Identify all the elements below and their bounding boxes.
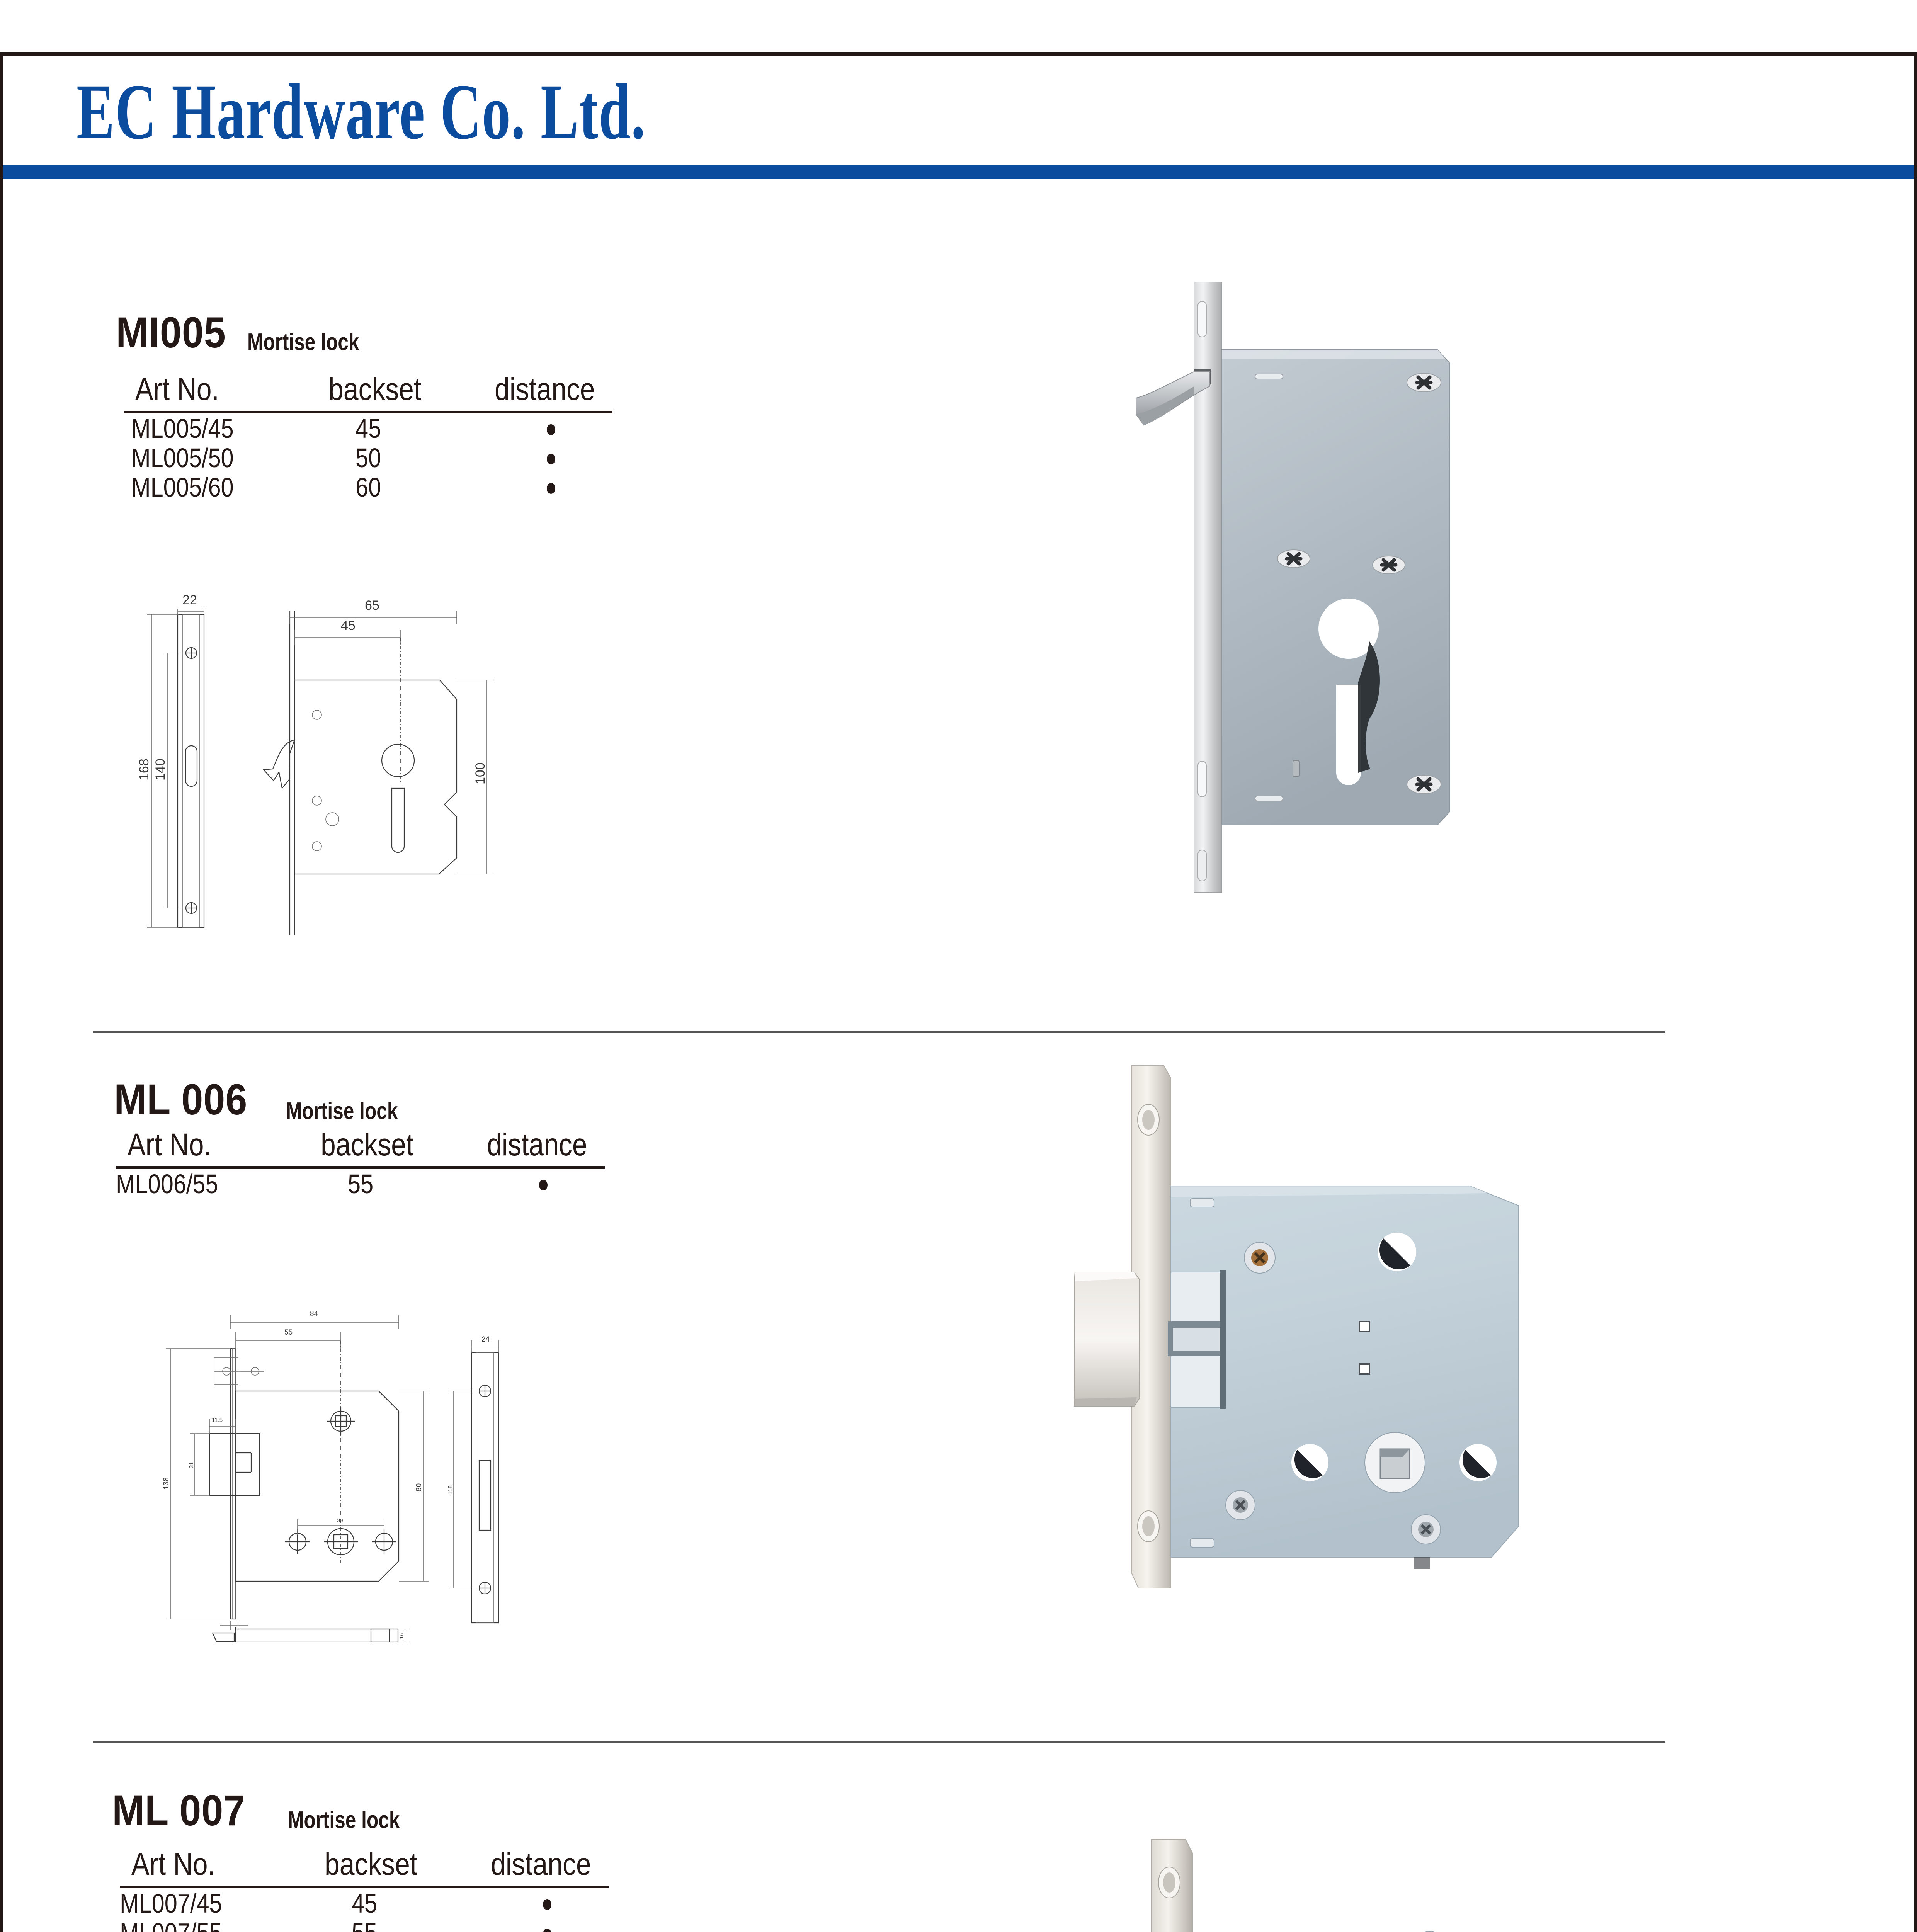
cell-distance-dot: [547, 424, 555, 435]
table-row: ML007/55 55: [120, 1918, 618, 1932]
spec-table-3: Art No. backset distance ML007/45 45 ML0…: [120, 1848, 618, 1932]
dim-faceplate-width: 22: [182, 593, 197, 607]
cell-distance-dot: [543, 1899, 551, 1910]
section-divider-2: [93, 1741, 1665, 1743]
dim-faceplate-length: 168: [137, 759, 151, 781]
spec-table-rule-2: [116, 1166, 605, 1169]
section-code-2: ML 006: [114, 1075, 248, 1124]
table-row: ML007/45 45: [120, 1888, 618, 1918]
cell-distance-dot: [547, 483, 555, 494]
cell-art-no: ML007/55: [120, 1918, 222, 1932]
cell-backset: 45: [356, 413, 381, 444]
dim-faceplate-length-2: 138: [162, 1477, 170, 1490]
spec-table-header-3: Art No. backset distance: [120, 1848, 618, 1885]
spec-table-header-2: Art No. backset distance: [116, 1128, 614, 1165]
cell-art-no: ML007/45: [120, 1888, 222, 1918]
dim-body-height-2: 80: [415, 1483, 423, 1492]
dim-backset-2: 55: [284, 1328, 293, 1337]
spec-table-rule-3: [120, 1886, 609, 1888]
cell-art-no: ML006/55: [116, 1169, 218, 1199]
header-accent-bar: [3, 165, 1914, 179]
section-subtitle-3: Mortise lock: [288, 1807, 400, 1833]
cell-art-no: ML005/45: [131, 413, 234, 444]
technical-drawing-mi005: 22 168 140: [128, 587, 614, 958]
table-row: ML005/45 45: [124, 413, 622, 443]
dim-body-overall-2: 84: [310, 1310, 318, 1318]
page-border-left: [0, 52, 3, 1932]
spec-table-rule-1: [124, 411, 612, 413]
cell-distance-dot: [543, 1929, 551, 1932]
cell-art-no: ML005/60: [131, 472, 234, 502]
col-header-backset: backset: [321, 1127, 414, 1162]
section-subtitle-2: Mortise lock: [286, 1098, 398, 1124]
spec-table-header-1: Art No. backset distance: [124, 373, 622, 410]
cell-art-no: ML005/50: [131, 443, 234, 473]
cell-backset: 60: [356, 472, 381, 502]
page-border-right: [1914, 52, 1917, 1932]
dim-latch-offset: 11.5: [212, 1417, 223, 1423]
technical-drawing-ml006: 84 55 138 11.5 31: [162, 1294, 599, 1642]
dim-backset: 45: [341, 618, 356, 633]
product-photo-ml007: [1082, 1816, 1584, 1932]
section-code-1: MI005: [116, 308, 226, 357]
col-header-art-no: Art No.: [128, 1127, 211, 1162]
col-header-distance: distance: [491, 1847, 591, 1882]
col-header-distance: distance: [487, 1127, 587, 1162]
dim-body-overall: 65: [365, 598, 379, 613]
col-header-art-no: Art No.: [135, 372, 219, 407]
product-photo-mi005: [1136, 270, 1476, 896]
cell-backset: 45: [352, 1888, 378, 1918]
section-subtitle-1: Mortise lock: [247, 329, 359, 355]
cell-backset: 50: [356, 443, 381, 473]
dim-screw-centres: 140: [153, 759, 168, 781]
dim-faceplate-width-2: 24: [481, 1335, 490, 1344]
dim-depth-2: 16: [398, 1633, 405, 1639]
col-header-backset: backset: [325, 1847, 418, 1882]
col-header-backset: backset: [328, 372, 422, 407]
cell-distance-dot: [547, 454, 555, 464]
page-border-top: [0, 52, 1917, 56]
dim-faceplate-slot: 118: [447, 1485, 454, 1495]
section-code-3: ML 007: [112, 1786, 246, 1835]
company-title: EC Hardware Co. Ltd.: [77, 68, 646, 156]
dim-body-height: 100: [473, 762, 488, 784]
dim-latch-height: 31: [188, 1462, 195, 1468]
cell-distance-dot: [539, 1180, 548, 1190]
spec-table-2: Art No. backset distance ML006/55 55: [116, 1128, 614, 1198]
section-divider-1: [93, 1031, 1665, 1033]
table-row: ML006/55 55: [116, 1169, 614, 1198]
table-row: ML005/50 50: [124, 443, 622, 472]
col-header-distance: distance: [495, 372, 595, 407]
dim-spindle-spacing: 38: [337, 1517, 344, 1524]
col-header-art-no: Art No.: [131, 1847, 215, 1882]
spec-table-1: Art No. backset distance ML005/45 45 ML0…: [124, 373, 622, 502]
table-row: ML005/60 60: [124, 472, 622, 502]
cell-backset: 55: [352, 1918, 377, 1932]
cell-backset: 55: [348, 1169, 374, 1199]
product-photo-ml006: [1067, 1051, 1569, 1592]
